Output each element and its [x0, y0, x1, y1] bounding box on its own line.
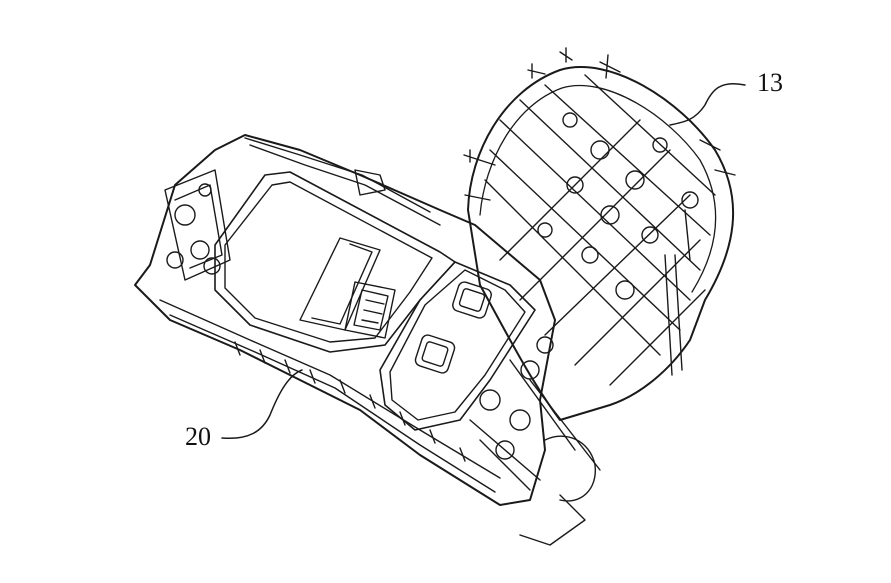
electronics-pack — [134, 134, 556, 506]
leader-line-13 — [669, 83, 746, 126]
leader-line-20 — [221, 369, 303, 440]
motor-housing — [463, 47, 736, 546]
reference-numeral-13: 13 — [757, 68, 783, 97]
reference-numeral-20: 20 — [185, 422, 211, 451]
